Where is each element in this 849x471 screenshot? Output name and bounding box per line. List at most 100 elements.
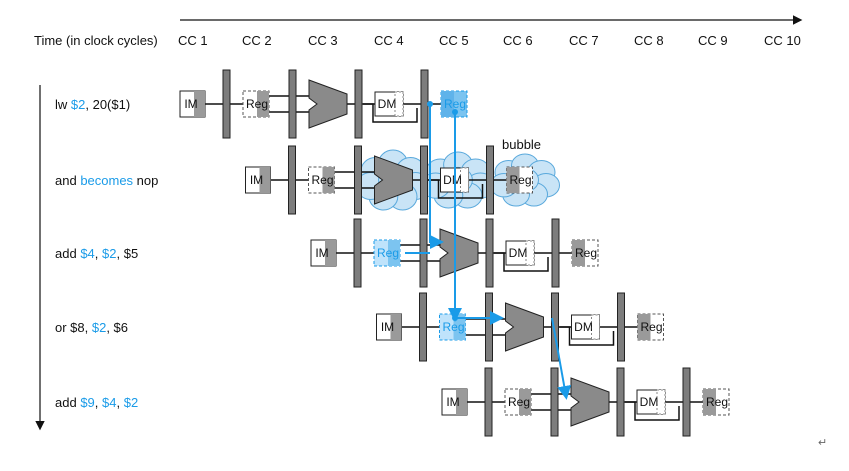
instruction-text: , 20($1) xyxy=(85,97,131,112)
instruction-text: nop xyxy=(133,173,159,188)
instruction-text: or $8, xyxy=(55,320,92,335)
register-highlight: $2 xyxy=(123,395,139,410)
alu xyxy=(374,155,413,205)
time-axis-label: Time (in clock cycles) xyxy=(34,33,158,48)
instruction-memory-label: IM xyxy=(184,97,197,111)
data-memory-label: DM xyxy=(443,173,462,187)
pipeline-register xyxy=(354,69,363,139)
register-file-write-shade xyxy=(637,314,651,340)
instruction-label: and becomes nop xyxy=(55,173,158,188)
pipeline-register xyxy=(616,367,625,437)
register-file-write-label: Reg xyxy=(706,395,728,409)
register-file-write-shade xyxy=(441,91,454,117)
data-memory-label: DM xyxy=(509,246,528,260)
pipeline-register xyxy=(419,292,427,362)
instruction-text: add xyxy=(55,395,81,410)
register-file-write-shade xyxy=(703,389,716,415)
register-highlight: $9 xyxy=(80,395,95,410)
register-highlight: becomes xyxy=(80,173,134,188)
data-memory-label: DM xyxy=(378,97,397,111)
data-memory-edge xyxy=(525,240,535,266)
instruction-memory-label: IM xyxy=(315,246,328,260)
pipeline-register xyxy=(551,218,560,288)
bypass-wire xyxy=(625,401,680,421)
register-highlight: $2 xyxy=(70,97,86,112)
data-memory-label: DM xyxy=(640,395,659,409)
pipeline-register xyxy=(222,69,231,139)
pipeline-register xyxy=(420,145,428,215)
pipeline-register xyxy=(288,69,297,139)
clock-cycle-label: CC 2 xyxy=(242,33,272,48)
clock-cycle-label: CC 9 xyxy=(698,33,728,48)
instruction-text: , $5 xyxy=(116,246,139,261)
bubble-label: bubble xyxy=(502,137,542,152)
pipeline-register xyxy=(551,292,559,362)
instruction-memory-label: IM xyxy=(250,173,263,187)
register-file-write-label: Reg xyxy=(509,173,531,187)
pipeline-register xyxy=(420,69,429,139)
data-memory-edge xyxy=(460,167,469,193)
pipeline-register xyxy=(682,367,691,437)
clock-cycle-label: CC 6 xyxy=(503,33,533,48)
pipeline-register xyxy=(485,292,493,362)
instruction-memory-label: IM xyxy=(446,395,459,409)
register-file-label: Reg xyxy=(246,97,268,111)
clock-cycle-label: CC 7 xyxy=(569,33,599,48)
register-file-write-label: Reg xyxy=(444,97,466,111)
pipeline-register xyxy=(617,292,625,362)
instruction-memory-shade xyxy=(194,91,205,117)
register-highlight: $4 xyxy=(102,395,117,410)
register-file-write-shade xyxy=(572,240,585,266)
bypass-wire xyxy=(494,252,549,272)
instruction-memory-shade xyxy=(390,314,402,340)
register-highlight: $4 xyxy=(80,246,95,261)
register-file-write-shade xyxy=(506,167,520,193)
instruction-memory-shade xyxy=(456,389,467,415)
clock-cycle-label: CC 8 xyxy=(634,33,664,48)
instruction-label: add $4, $2, $5 xyxy=(55,246,138,261)
instruction-text: , xyxy=(94,395,103,410)
register-file-shade xyxy=(388,240,400,266)
alu xyxy=(570,377,610,427)
pipeline-register xyxy=(486,145,494,215)
alu xyxy=(505,302,544,352)
instruction-text: and xyxy=(55,173,81,188)
clock-cycle-label: CC 10 xyxy=(764,33,801,48)
pipeline-register xyxy=(485,218,494,288)
register-highlight: $2 xyxy=(91,320,107,335)
register-file-shade xyxy=(519,389,531,415)
data-memory-edge xyxy=(591,314,600,340)
register-file-label: Reg xyxy=(442,320,464,334)
forward-dot xyxy=(452,109,458,115)
register-highlight: $2 xyxy=(102,246,117,261)
register-file-label: Reg xyxy=(508,395,530,409)
clock-cycle-label: CC 5 xyxy=(439,33,469,48)
pipeline-register xyxy=(484,367,493,437)
instruction-label: add $9, $4, $2 xyxy=(55,395,138,410)
forward-wire-mem-wb xyxy=(429,104,444,249)
alu xyxy=(308,79,348,129)
bypass-wire xyxy=(428,179,484,199)
pipeline-register xyxy=(550,367,559,437)
register-file-write-label: Reg xyxy=(575,246,597,260)
pipeline-register xyxy=(353,218,362,288)
bypass-wire xyxy=(559,326,615,346)
data-memory-edge xyxy=(656,389,666,415)
instruction-label: lw $2, 20($1) xyxy=(55,97,130,112)
forward-dot xyxy=(427,101,433,107)
pipeline-register xyxy=(288,145,296,215)
register-file-shade xyxy=(322,167,335,193)
return-mark: ↵ xyxy=(818,437,828,449)
instruction-text: , xyxy=(116,395,124,410)
register-file-label: Reg xyxy=(311,173,333,187)
data-memory-label: DM xyxy=(574,320,593,334)
pipeline-register xyxy=(354,145,362,215)
clock-cycle-label: CC 3 xyxy=(308,33,338,48)
bypass-wire xyxy=(363,103,418,123)
register-file-label: Reg xyxy=(377,246,399,260)
instruction-text: add xyxy=(55,246,81,261)
clock-cycle-label: CC 1 xyxy=(178,33,208,48)
forward-wire-add9 xyxy=(551,317,572,400)
instruction-text: lw xyxy=(55,97,71,112)
